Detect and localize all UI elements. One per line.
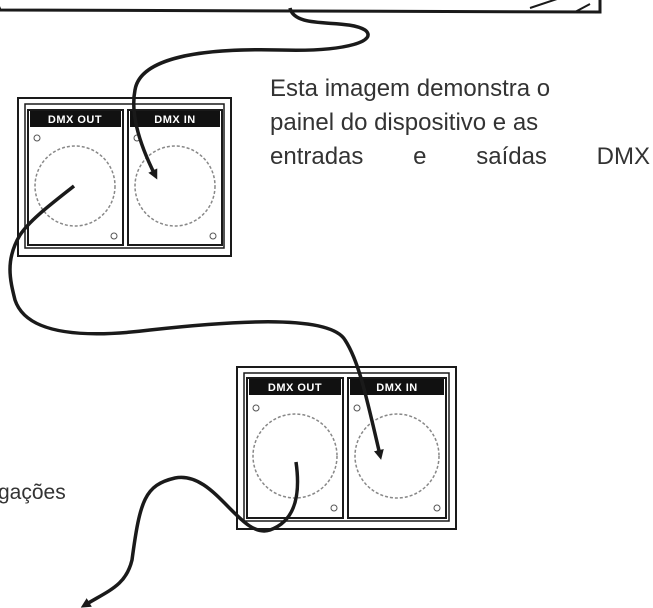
dmx-out-label: DMX OUT: [48, 114, 102, 126]
caption-line-2: painel do dispositivo e as: [270, 109, 539, 136]
caption-line-3: entradas e saídas DMX: [270, 143, 650, 170]
caption-line-1: Esta imagem demonstra o: [270, 75, 551, 102]
dmx-cable-top-to-panel1-in: [131, 7, 370, 180]
dmx-out-label-bg: [30, 111, 121, 127]
dmx-cable-panel2-out-onward: [80, 461, 300, 608]
top-device-box: [0, 0, 602, 14]
dmx-in-port-1: DMX IN: [127, 109, 223, 246]
dmx-out-port-1: DMX OUT: [27, 109, 124, 246]
caption-text: Esta imagem demonstra o painel do dispos…: [270, 72, 650, 174]
dmx-out-label: DMX OUT: [268, 382, 322, 394]
dmx-panel-1: DMX OUT DMX IN: [17, 97, 232, 257]
dmx-in-label: DMX IN: [154, 114, 196, 126]
dmx-in-label-bg: [130, 111, 220, 127]
dmx-panel-2: DMX OUT DMX IN: [236, 366, 457, 530]
dmx-in-label: DMX IN: [376, 382, 418, 394]
dmx-in-label-bg: [350, 379, 444, 395]
dmx-out-label-bg: [249, 379, 341, 395]
dmx-in-port-2: DMX IN: [347, 377, 447, 519]
partial-text: gações: [0, 481, 66, 504]
dmx-cable-panel1-out-to-panel2-in: [8, 184, 384, 460]
